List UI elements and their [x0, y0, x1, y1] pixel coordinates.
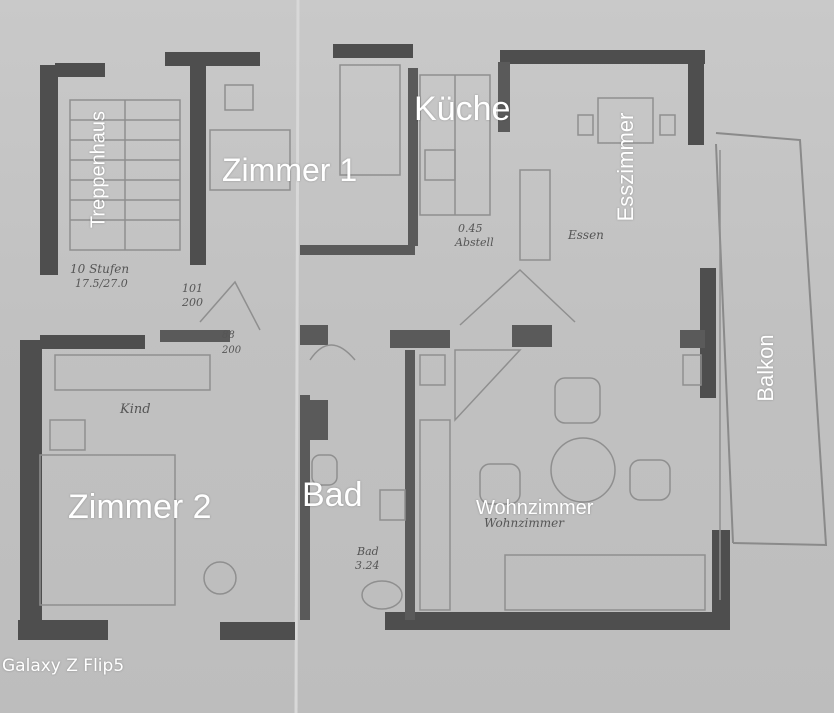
bath-note: Bad: [357, 545, 379, 558]
room-label-balkon: Balkon: [753, 334, 778, 402]
door-dimension-b: 200: [182, 296, 203, 309]
stair-steps-note: 10 Stufen: [70, 262, 130, 276]
door-dimension-d: 200: [222, 345, 242, 356]
room-label-bad: Bad: [302, 476, 363, 514]
living-room-note: Wohnzimmer: [484, 516, 564, 530]
camera-watermark: Galaxy Z Flip5: [2, 656, 125, 676]
bath-area-note: 3.24: [355, 559, 380, 572]
stair-dimension-note: 17.5/27.0: [75, 277, 128, 290]
kitchen-storage-note: Abstell: [455, 236, 494, 249]
child-room-note: Kind: [120, 402, 151, 417]
balcony-outline: [715, 132, 828, 547]
paper-fold: [294, 0, 300, 713]
room-label-esszimmer: Esszimmer: [613, 112, 638, 222]
furniture-and-fixtures: [39, 64, 721, 611]
room-label-kueche: Küche: [414, 90, 511, 128]
door-dimension-c: 88: [222, 330, 235, 341]
room-label-wohnzimmer: Wohnzimmer: [476, 497, 594, 519]
room-label-treppenhaus: Treppenhaus: [87, 110, 110, 229]
exterior-walls: [18, 44, 730, 640]
kitchen-area-note: 0.45: [458, 222, 483, 235]
dining-note: Essen: [568, 228, 604, 242]
room-label-zimmer-2: Zimmer 2: [68, 488, 212, 526]
interior-walls: [160, 62, 705, 620]
room-label-zimmer-1: Zimmer 1: [222, 152, 358, 188]
door-dimension-a: 101: [182, 282, 203, 295]
